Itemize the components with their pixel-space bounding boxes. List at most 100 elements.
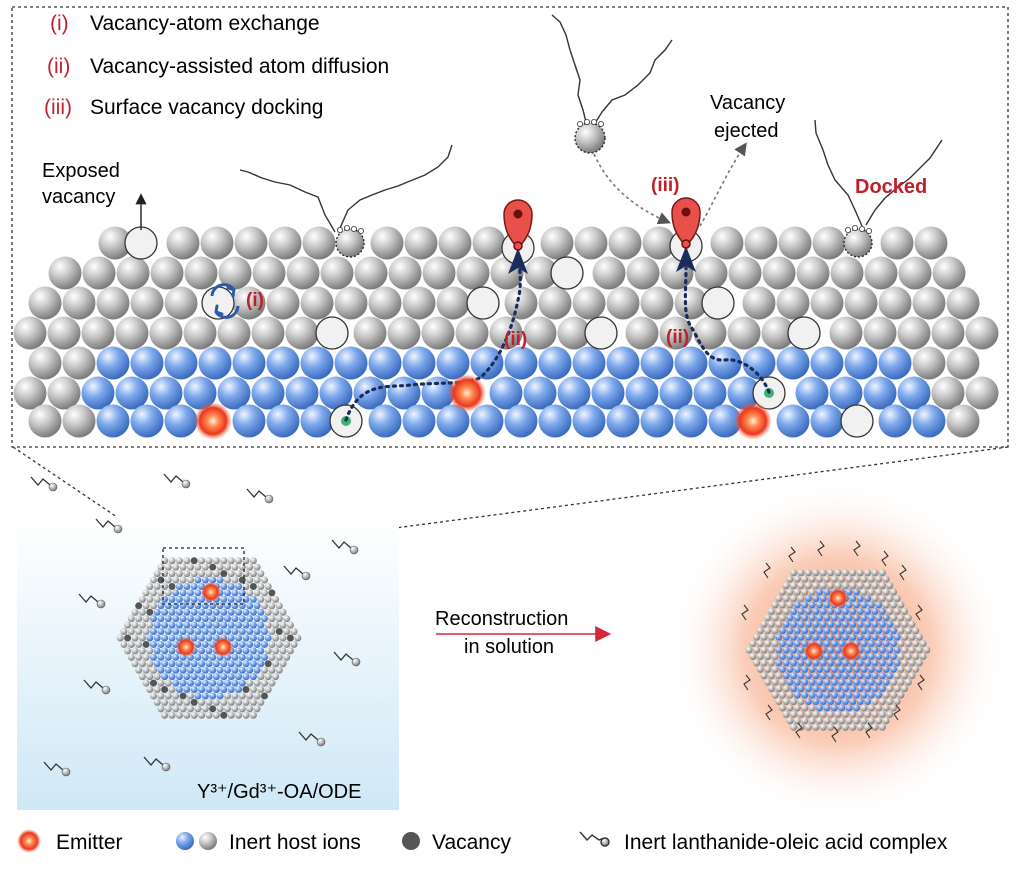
lattice-atom — [96, 346, 130, 380]
lattice-atom — [790, 633, 798, 641]
surface-ligand — [899, 564, 907, 581]
lattice-atom — [179, 615, 187, 623]
docked-complex-right — [843, 228, 873, 258]
lattice-atom — [283, 615, 291, 623]
lattice-atom — [150, 692, 157, 700]
lattice-atom — [764, 640, 772, 648]
lattice-atom — [867, 627, 875, 635]
lattice-atom — [882, 678, 890, 686]
lattice-atom — [808, 691, 816, 699]
lattice-atom — [246, 653, 254, 661]
lattice-atom — [179, 589, 187, 597]
lattice-atom — [235, 595, 243, 603]
lattice-atom — [801, 691, 809, 699]
vacancy-site — [275, 628, 283, 636]
lattice-atom — [878, 607, 886, 615]
lattice-atom — [153, 698, 161, 706]
lattice-atom — [786, 652, 794, 660]
lattice-atom — [779, 652, 786, 660]
legend-label: Vacancy — [432, 831, 511, 854]
lattice-atom — [819, 633, 827, 641]
lattice-atom — [845, 614, 853, 622]
lattice-atom — [216, 563, 224, 571]
lattice-atom — [257, 673, 265, 681]
lattice-atom — [187, 692, 194, 700]
lattice-atom — [249, 673, 257, 681]
lattice-atom — [279, 660, 287, 668]
lattice-atom — [138, 647, 146, 655]
lattice-atom — [946, 346, 980, 380]
lattice-atom — [864, 698, 872, 706]
lattice-atom — [880, 226, 914, 260]
lattice-atom — [209, 615, 217, 623]
lattice-atom — [778, 226, 812, 260]
lattice-atom — [845, 704, 853, 712]
lattice-atom — [816, 588, 823, 596]
lattice-atom — [931, 316, 965, 350]
lattice-atom — [257, 570, 265, 578]
lattice-atom — [838, 665, 846, 673]
lattice-atom — [198, 634, 206, 642]
lattice-atom — [804, 594, 812, 602]
lattice-atom — [161, 582, 169, 590]
lattice-atom — [625, 316, 659, 350]
lattice-atom — [708, 346, 742, 380]
lattice-atom — [249, 621, 257, 629]
lattice-atom — [187, 576, 194, 584]
lattice-atom — [786, 640, 794, 648]
lattice-atom — [268, 226, 302, 260]
vacancy-site — [268, 589, 276, 597]
lattice-atom — [235, 621, 243, 629]
lattice-atom — [572, 404, 606, 438]
lattice-atom — [965, 316, 999, 350]
lattice-atom — [368, 346, 402, 380]
lattice-atom — [864, 569, 872, 577]
lattice-atom — [183, 673, 191, 681]
lattice-atom — [402, 404, 436, 438]
lattice-atom — [183, 557, 191, 565]
lattice-atom — [190, 582, 198, 590]
lattice-atom — [48, 256, 82, 290]
docking-pin-right — [671, 197, 701, 249]
lattice-atom — [912, 404, 946, 438]
lattice-atom — [893, 633, 901, 641]
lattice-atom — [175, 686, 183, 694]
lattice-atom — [150, 615, 157, 623]
lattice-atom — [175, 595, 183, 603]
lattice-atom — [164, 628, 172, 636]
complex-chain — [30, 476, 51, 487]
lattice-atom — [864, 582, 872, 590]
lattice-atom — [164, 563, 172, 571]
lattice-atom — [220, 582, 228, 590]
complex-ion — [349, 545, 359, 555]
lattice-atom — [841, 633, 849, 641]
lattice-atom — [131, 621, 139, 629]
lattice-atom — [238, 628, 246, 636]
lattice-atom — [153, 660, 161, 668]
lattice-atom — [901, 607, 909, 615]
lattice-atom — [827, 633, 835, 641]
lattice-atom — [135, 653, 143, 661]
lattice-atom — [816, 575, 823, 583]
lattice-atom — [659, 376, 693, 410]
lattice-atom — [266, 346, 300, 380]
lattice-atom — [804, 659, 812, 667]
lattice-atom — [194, 640, 202, 648]
lattice-atom — [242, 634, 250, 642]
lattice-atom — [209, 628, 217, 636]
lattice-atom — [116, 256, 150, 290]
emitter-atom — [828, 588, 848, 608]
lattice-atom — [878, 620, 886, 628]
lattice-atom — [810, 286, 844, 320]
lattice-atom — [875, 691, 883, 699]
lattice-atom — [871, 607, 879, 615]
vacancy-site — [315, 316, 349, 350]
lattice-atom — [912, 286, 946, 320]
lattice-emitters — [194, 374, 772, 440]
lattice-atom — [864, 607, 872, 615]
lattice-atom — [797, 594, 805, 602]
lattice-atom — [157, 666, 165, 674]
lattice-atom — [904, 614, 912, 622]
lattice-atom — [875, 627, 883, 635]
lattice-atom — [812, 226, 846, 260]
